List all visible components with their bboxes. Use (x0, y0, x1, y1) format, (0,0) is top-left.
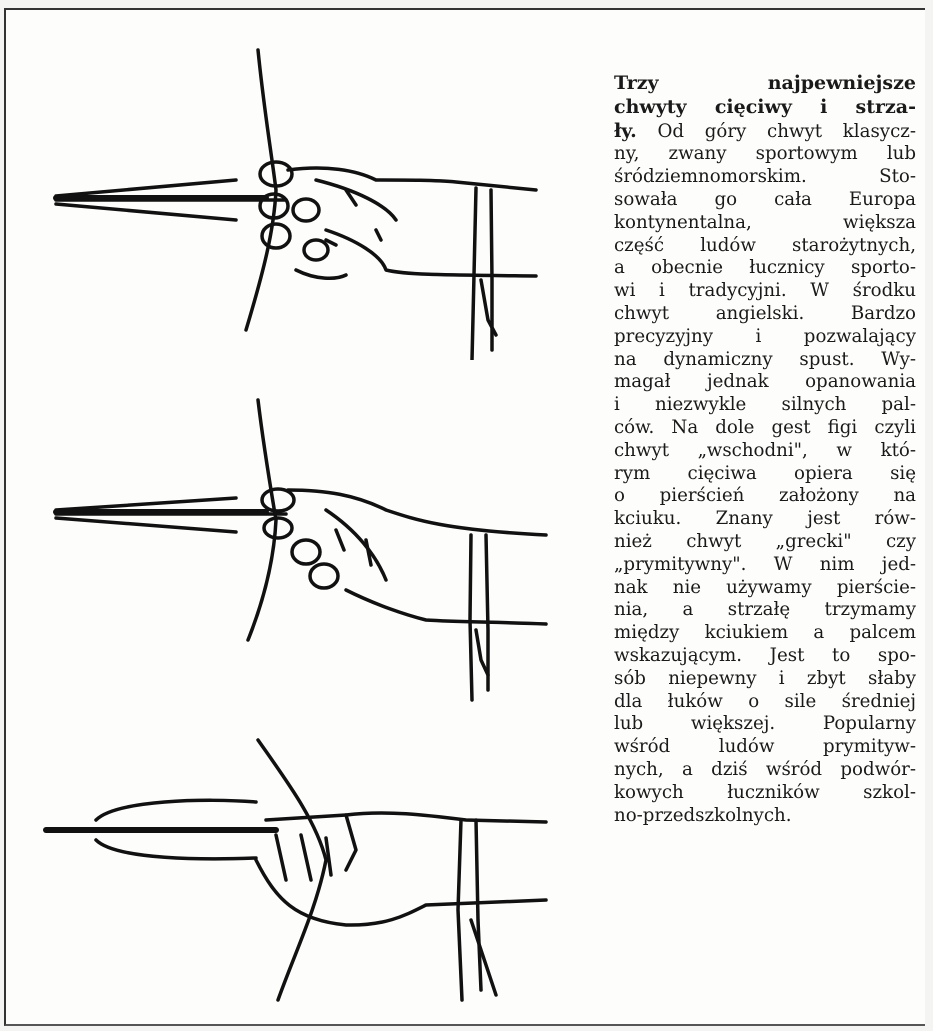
caption-line: dla łuków o sile średniej (614, 691, 916, 714)
caption-line: śródziemnomorskim. Sto- (614, 166, 916, 189)
caption-line: wskazującym. Jest to spo- (614, 645, 916, 668)
caption-title-fragment: ły. (614, 120, 637, 142)
caption-line: nież chwyt „grecki" czy (614, 531, 916, 554)
caption-line: nych, a dziś wśród podwór- (614, 759, 916, 782)
caption-line: nia, a strzałę trzymamy (614, 599, 916, 622)
caption-line: precyzyjny i pozwalający (614, 326, 916, 349)
caption-line: ny, zwany sportowym lub (614, 143, 916, 166)
caption-line: „prymitywny". W nim jed- (614, 554, 916, 577)
caption-line: kontynentalna, większa (614, 212, 916, 235)
caption-line: wi i tradycyjni. W środku (614, 280, 916, 303)
caption-line: ców. Na dole gest figi czyli (614, 417, 916, 440)
caption-line: o pierścień założony na (614, 485, 916, 508)
caption-line: a obecnie łucznicy sporto- (614, 257, 916, 280)
grip-eastern-illustration (26, 720, 586, 1020)
caption-line: ły. Od góry chwyt klasycz- (614, 120, 916, 144)
caption-line: sowała go cała Europa (614, 189, 916, 212)
caption-line: nak nie używamy pierście- (614, 577, 916, 600)
caption-line: część ludów starożytnych, (614, 235, 916, 258)
caption-line: chwyt „wschodni", w któ- (614, 440, 916, 463)
caption-line: kciuku. Znany jest rów- (614, 508, 916, 531)
caption-line: lub większej. Popularny (614, 713, 916, 736)
caption-line: rym cięciwa opiera się (614, 463, 916, 486)
caption-line: między kciukiem a palcem (614, 622, 916, 645)
caption: Trzy najpewniejsze chwyty cięciwy i strz… (614, 72, 916, 827)
caption-line: chwyt angielski. Bardzo (614, 303, 916, 326)
grip-mediterranean-illustration (26, 30, 586, 360)
caption-line: wśród ludów prymityw- (614, 736, 916, 759)
caption-line: no-przedszkolnych. (614, 805, 916, 828)
caption-line: i niezwykle silnych pal- (614, 394, 916, 417)
page: Trzy najpewniejsze chwyty cięciwy i strz… (4, 8, 925, 1026)
caption-title-line: chwyty cięciwy i strza- (614, 96, 916, 120)
caption-line: kowych łuczników szkol- (614, 782, 916, 805)
caption-line: sób niepewny i zbyt słaby (614, 668, 916, 691)
caption-line: magał jednak opanowania (614, 371, 916, 394)
illustrations-column (26, 30, 586, 1010)
grip-english-illustration (26, 390, 586, 710)
caption-line: na dynamiczny spust. Wy- (614, 349, 916, 372)
caption-title-line: Trzy najpewniejsze (614, 72, 916, 96)
